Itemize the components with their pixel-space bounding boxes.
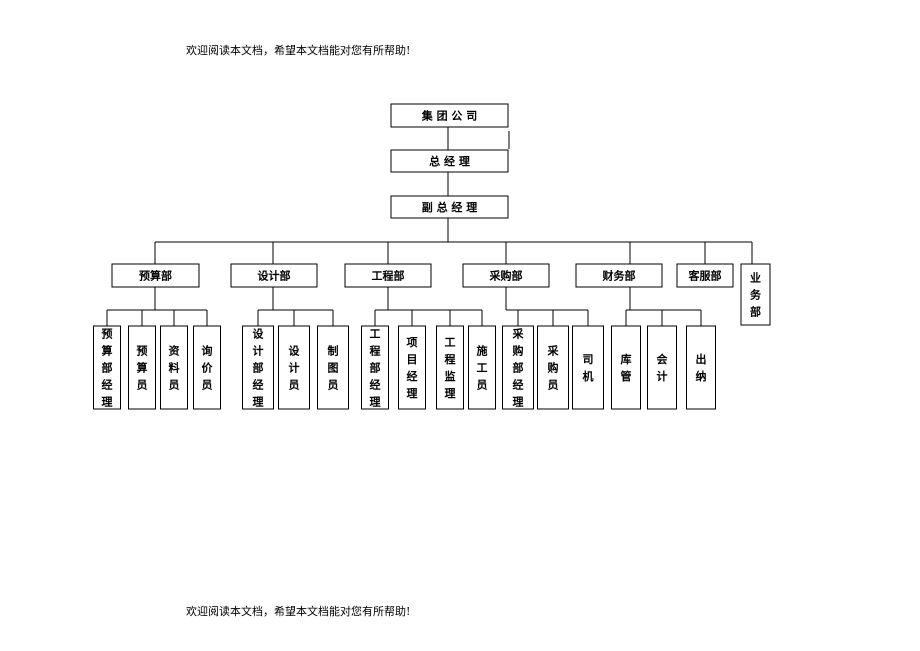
finance-staff-node — [647, 325, 677, 410]
budget-staff-node — [160, 325, 188, 410]
business-dept-label: 业务部 — [750, 271, 762, 319]
design-staff-label: 设计员 — [289, 344, 301, 392]
deputy-general-manager-node-label: 副 总 经 理 — [422, 200, 478, 214]
header-note: 欢迎阅读本文档，希望本文档能对您有所帮助! — [186, 44, 411, 57]
customer-service-dept-label: 客服部 — [688, 269, 722, 283]
finance-staff-label: 会计 — [657, 352, 669, 383]
business-dept-node — [740, 263, 771, 326]
engineering-staff-label: 工程监理 — [445, 336, 456, 400]
customer-service-dept-node — [676, 263, 734, 288]
design-dept-node — [230, 263, 318, 288]
engineering-dept-label: 工程部 — [372, 269, 405, 283]
purchasing-staff-label: 采购员 — [547, 344, 560, 392]
design-staff-node — [242, 325, 274, 410]
design-staff-label: 制图员 — [328, 344, 339, 392]
finance-dept-label: 财务部 — [602, 269, 636, 283]
purchasing-staff-node — [502, 325, 534, 410]
design-staff-node — [317, 325, 349, 410]
finance-staff-label: 出纳 — [696, 352, 707, 383]
budget-staff-label: 资料员 — [169, 344, 180, 392]
engineering-staff-node — [468, 325, 496, 410]
budget-staff-node — [93, 325, 121, 410]
purchasing-staff-label: 采购部经理 — [512, 327, 525, 409]
design-dept-label: 设计部 — [258, 269, 291, 283]
budget-staff-node — [128, 325, 156, 410]
purchasing-staff-label: 司机 — [583, 353, 594, 383]
design-staff-node — [278, 325, 310, 410]
purchasing-staff-node — [537, 325, 569, 410]
footer-note: 欢迎阅读本文档，希望本文档能对您有所帮助! — [186, 605, 411, 618]
general-manager-node-label: 总 经 理 — [429, 154, 470, 168]
engineering-staff-node — [398, 325, 426, 410]
group-company-node — [390, 103, 509, 128]
purchasing-staff-node — [572, 325, 604, 410]
engineering-staff-node — [436, 325, 464, 410]
group-company-node-label: 集 团 公 司 — [421, 109, 478, 123]
general-manager-node — [390, 149, 509, 173]
finance-staff-node — [686, 325, 716, 410]
engineering-staff-node — [361, 325, 389, 410]
engineering-staff-label: 施工员 — [477, 344, 488, 392]
budget-staff-label: 询价员 — [202, 344, 214, 392]
budget-staff-label: 预算部经理 — [101, 327, 113, 409]
deputy-general-manager-node — [390, 195, 509, 219]
budget-staff-node — [193, 325, 221, 410]
budget-dept-label: 预算部 — [139, 269, 172, 283]
finance-dept-node — [575, 263, 663, 288]
engineering-staff-label: 工程部经理 — [370, 328, 381, 409]
engineering-staff-label: 项目经理 — [407, 336, 418, 400]
purchasing-dept-label: 采购部 — [489, 269, 523, 283]
design-staff-label: 设计部经理 — [253, 327, 265, 409]
finance-staff-label: 库管 — [621, 352, 632, 383]
finance-staff-node — [611, 325, 641, 410]
budget-staff-label: 预算员 — [136, 344, 148, 392]
